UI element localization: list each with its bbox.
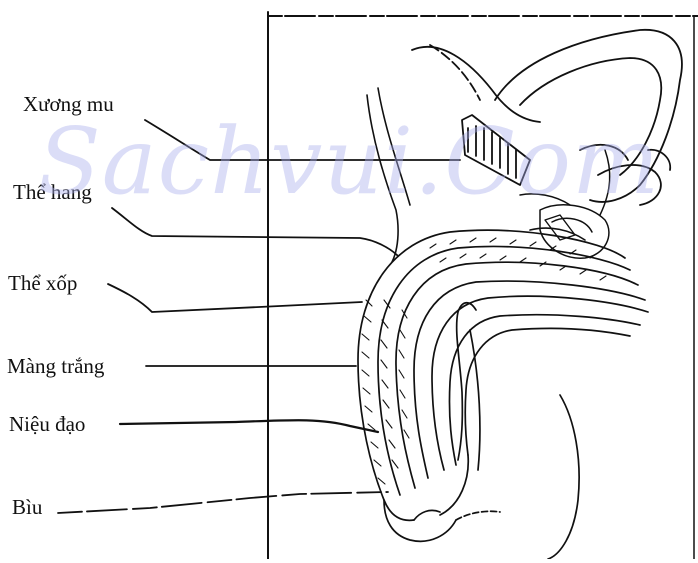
label-the-xop: Thể xốp <box>8 273 77 294</box>
penis-shaft <box>358 230 648 520</box>
prostate-region <box>520 150 610 258</box>
label-biu: Bìu <box>12 497 42 518</box>
glans-outline <box>384 500 500 541</box>
leader-the-hang <box>112 208 398 256</box>
leader-biu <box>58 492 388 513</box>
label-the-hang: Thể hang <box>13 182 92 203</box>
abdominal-wall-outline <box>367 88 410 262</box>
leader-lines <box>58 120 460 513</box>
leader-nieu-dao <box>120 420 378 432</box>
scrotum-outline <box>470 330 579 559</box>
label-mang-trang: Màng trắng <box>7 356 104 377</box>
label-xuong-mu: Xương mu <box>23 94 114 115</box>
pubic-bone-shape <box>412 30 682 205</box>
leader-xuong-mu <box>145 120 460 160</box>
leader-the-xop <box>108 284 362 312</box>
frame <box>268 12 698 559</box>
label-nieu-dao: Niệu đạo <box>9 414 85 435</box>
